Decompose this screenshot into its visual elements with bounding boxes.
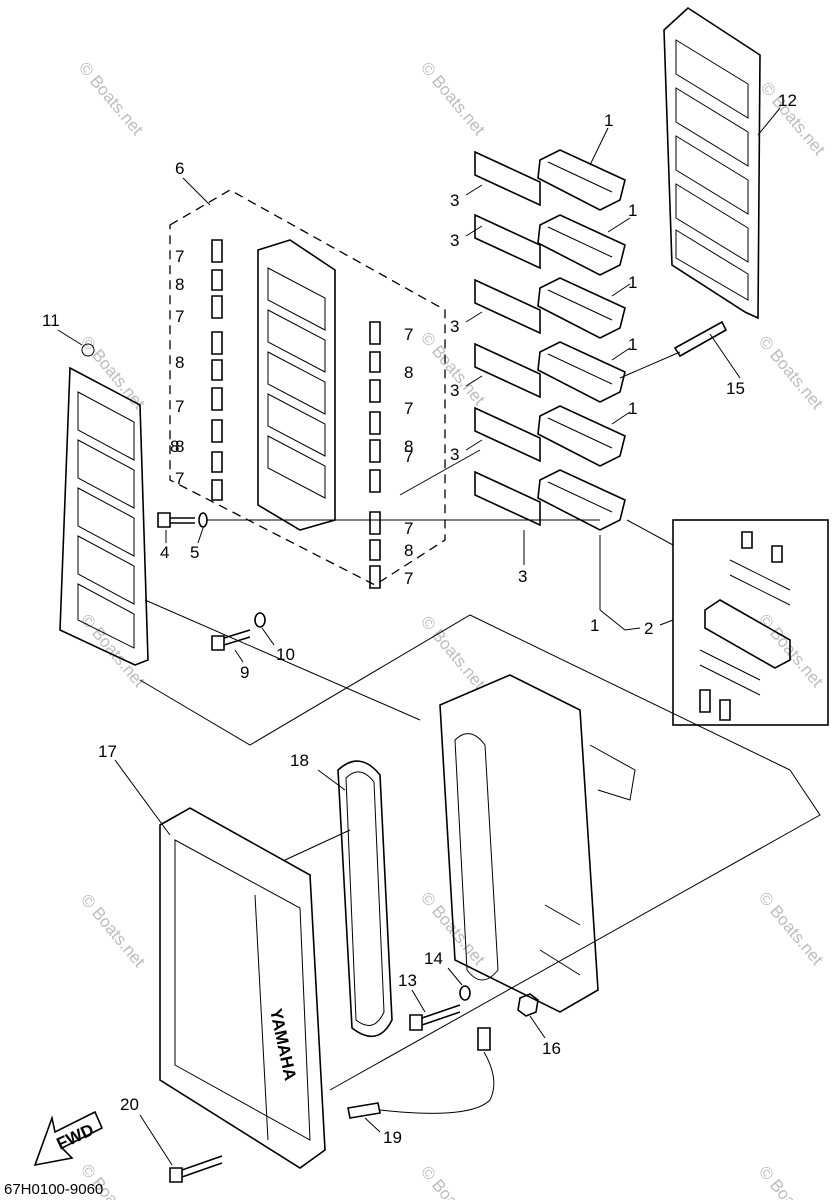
- engine-block: [439, 674, 636, 1013]
- callout-13: 13: [398, 971, 417, 990]
- callout-15: 15: [726, 379, 745, 398]
- nut-16: [517, 993, 546, 1039]
- callout-7: 7: [175, 469, 184, 488]
- watermark: © Boats.net: [755, 888, 827, 969]
- reed-gasket-3c: [474, 278, 541, 335]
- bolt-4: [157, 512, 195, 543]
- seal-18: [284, 760, 393, 1038]
- callout-6: 6: [175, 159, 184, 178]
- reed-valve-1d: [537, 341, 626, 403]
- manifold-plate: [257, 239, 336, 531]
- callout-3: 3: [450, 231, 459, 250]
- group-6-outline: [169, 177, 446, 586]
- bolt-20: [139, 1114, 223, 1183]
- fwd-arrow: FWD: [33, 1110, 104, 1167]
- washer-10: [254, 612, 275, 646]
- brand-text: YAMAHA: [266, 1007, 300, 1082]
- reed-valve-1c: [537, 277, 626, 339]
- callout-7: 7: [404, 447, 413, 466]
- callout-11: 11: [42, 311, 60, 330]
- callout-3: 3: [518, 567, 527, 586]
- washer-14: [447, 967, 471, 1001]
- callout-7: 7: [175, 247, 184, 266]
- callout-3: 3: [450, 191, 459, 210]
- washer-5: [197, 512, 600, 544]
- callout-1: 1: [628, 399, 637, 418]
- callout-5: 5: [190, 543, 199, 562]
- callout-8: 8: [175, 275, 184, 294]
- silencer-cover-17: YAMAHA: [114, 759, 326, 1169]
- watermarks: © Boats.net © Boats.net © Boats.net © Bo…: [75, 58, 829, 1200]
- callout-10: 10: [276, 645, 295, 664]
- watermark: © Boats.net: [417, 58, 489, 139]
- callout-20: 20: [120, 1095, 139, 1114]
- diagram-code: 67H0100-9060: [4, 1181, 103, 1198]
- callout-1: 1: [628, 273, 637, 292]
- reed-valve-1b: [537, 214, 626, 276]
- reed-gasket-3b: [474, 213, 541, 270]
- callout-8: 8: [404, 437, 413, 456]
- watermark: © Boats.net: [755, 332, 827, 413]
- fittings-right: [369, 321, 381, 589]
- hose-19: [347, 1027, 495, 1133]
- fittings-left: [211, 239, 223, 501]
- callout-7: 7: [404, 569, 413, 588]
- reed-valve-detail-inset: [599, 519, 829, 726]
- reed-valves: [474, 149, 626, 531]
- reed-gasket-3a: [474, 150, 541, 207]
- callout-3: 3: [450, 445, 459, 464]
- upper-leaders: [399, 107, 781, 565]
- callout-12: 12: [778, 91, 797, 110]
- bolt-13: [409, 989, 461, 1031]
- callout-1: 1: [628, 201, 637, 220]
- callout-19: 19: [383, 1128, 402, 1147]
- watermark: © Boats.net: [75, 58, 147, 139]
- reed-gasket-3d: [474, 342, 541, 399]
- callout-9: 9: [240, 663, 249, 682]
- callout-7: 7: [404, 519, 413, 538]
- watermark: © Boats.net: [77, 890, 149, 971]
- watermark: © Boats.net: [755, 610, 827, 691]
- watermark: © Boats.net: [77, 610, 149, 691]
- assembly-outline: [139, 599, 821, 1091]
- callout-8: 8: [175, 437, 184, 456]
- callout-1: 1: [628, 335, 637, 354]
- callout-7: 7: [404, 325, 413, 344]
- bolt-9: [211, 629, 251, 663]
- callout-3: 3: [450, 317, 459, 336]
- reed-valve-1e: [537, 405, 626, 467]
- reed-gasket-3e: [474, 406, 541, 463]
- callout-7: 7: [404, 399, 413, 418]
- reed-valve-1a: [537, 149, 626, 211]
- reed-valve-1f: [537, 469, 626, 531]
- callout-16: 16: [542, 1039, 561, 1058]
- watermark: © Boats.net: [417, 612, 489, 693]
- callouts: 1 1 1 1 1 1 2 3 3 3 3 3 3 4 5 6 7 7 7 7 …: [42, 91, 797, 1147]
- callout-2: 2: [644, 619, 653, 638]
- callout-8: 8: [404, 363, 413, 382]
- stud-15: [619, 320, 741, 379]
- callout-4: 4: [160, 543, 169, 562]
- callout-7: 7: [175, 397, 184, 416]
- callout-8: 8: [175, 353, 184, 372]
- fwd-label: FWD: [54, 1120, 97, 1154]
- watermark: © Boats.net: [755, 1162, 827, 1200]
- callout-1: 1: [604, 111, 613, 130]
- callout-1: 1: [590, 616, 599, 635]
- gasket-11: [57, 329, 149, 666]
- watermark: © Boats.net: [417, 1162, 489, 1200]
- reed-gasket-3f: [474, 470, 541, 527]
- callout-14: 14: [424, 949, 443, 968]
- callout-3: 3: [450, 381, 459, 400]
- callout-8: 8: [404, 541, 413, 560]
- callout-18: 18: [290, 751, 309, 770]
- callout-8: 8: [170, 437, 179, 456]
- gasket-12: [663, 6, 761, 320]
- callout-7: 7: [175, 307, 184, 326]
- callout-17: 17: [98, 742, 117, 761]
